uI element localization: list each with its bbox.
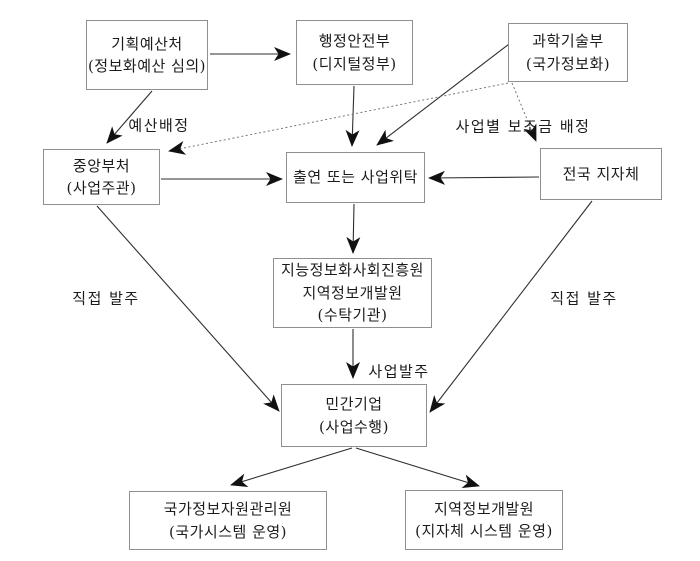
node-sublabel: (수탁기관) bbox=[317, 306, 388, 325]
arrow-planning-to-central bbox=[106, 90, 153, 144]
node-private-companies: 민간기업 (사업수행) bbox=[281, 384, 427, 447]
node-nationwide-local-governments: 전국 지자체 bbox=[540, 148, 662, 200]
node-sublabel: (사업주관) bbox=[66, 179, 137, 197]
node-sublabel: (사업수행) bbox=[319, 417, 389, 436]
node-sublabel: (지자체 시스템 운영) bbox=[415, 522, 553, 540]
arrow-interior-to-consign bbox=[345, 85, 360, 147]
edge-label-subsidy-allocation: 사업별 보조금 배정 bbox=[455, 117, 591, 136]
node-sublabel: (국가시스템 운영) bbox=[168, 522, 288, 541]
edge-label-project-order: 사업발주 bbox=[368, 362, 430, 381]
node-contribution-or-consignment: 출연 또는 사업위탁 bbox=[286, 152, 425, 203]
edge-label-budget-allocation: 예산배정 bbox=[128, 116, 190, 135]
node-ministry-science-tech: 과학기술부 (국가정보화) bbox=[508, 23, 628, 82]
arrow-consign-to-trustee bbox=[346, 203, 361, 254]
arrow-private-to-localdev bbox=[355, 447, 480, 488]
node-label: 지능정보화사회진흥원 bbox=[280, 261, 424, 280]
node-label: 중앙부처 bbox=[72, 156, 131, 175]
node-planning-budget-office: 기획예산처 (정보화예산 심의) bbox=[86, 20, 208, 90]
node-label: 국가정보자원관리원 bbox=[163, 500, 293, 518]
arrow-central-to-private bbox=[96, 205, 280, 412]
node-label-2: 지역정보개발원 bbox=[302, 283, 403, 302]
arrow-localgov-to-consign bbox=[428, 170, 540, 185]
node-label: 과학기술부 bbox=[532, 32, 604, 50]
node-label: 민간기업 bbox=[325, 395, 383, 413]
node-ministry-interior-safety: 행정안전부 (디지털정부) bbox=[296, 20, 413, 85]
node-sublabel: (국가정보화) bbox=[525, 54, 611, 73]
node-sublabel: (정보화예산 심의) bbox=[87, 57, 207, 75]
dotted-arrow-science-to-localgov bbox=[511, 82, 537, 142]
edge-label-direct-order-left: 직접 발주 bbox=[72, 289, 140, 308]
node-sublabel: (디지털정부) bbox=[312, 54, 397, 73]
node-central-ministries: 중앙부처 (사업주관) bbox=[43, 149, 160, 205]
edge-label-direct-order-right: 직접 발주 bbox=[550, 289, 618, 308]
node-label: 출연 또는 사업위탁 bbox=[293, 168, 418, 187]
arrow-localgov-to-private bbox=[429, 200, 593, 413]
dotted-arrow-science-to-central bbox=[168, 82, 509, 155]
node-local-info-development-inst: 지역정보개발원 (지자체 시스템 운영) bbox=[405, 490, 563, 550]
node-label: 지역정보개발원 bbox=[433, 499, 535, 518]
node-label: 행정안전부 bbox=[318, 32, 391, 50]
node-trustee-agency: 지능정보화사회진흥원 지역정보개발원 (수탁기관) bbox=[273, 258, 432, 328]
node-label: 기획예산처 bbox=[111, 34, 183, 53]
arrow-private-to-natresource bbox=[230, 447, 353, 488]
arrow-science-to-consign bbox=[376, 43, 510, 146]
node-label: 전국 지자체 bbox=[562, 164, 640, 183]
node-national-info-resources-svc: 국가정보자원관리원 (국가시스템 운영) bbox=[129, 491, 327, 550]
